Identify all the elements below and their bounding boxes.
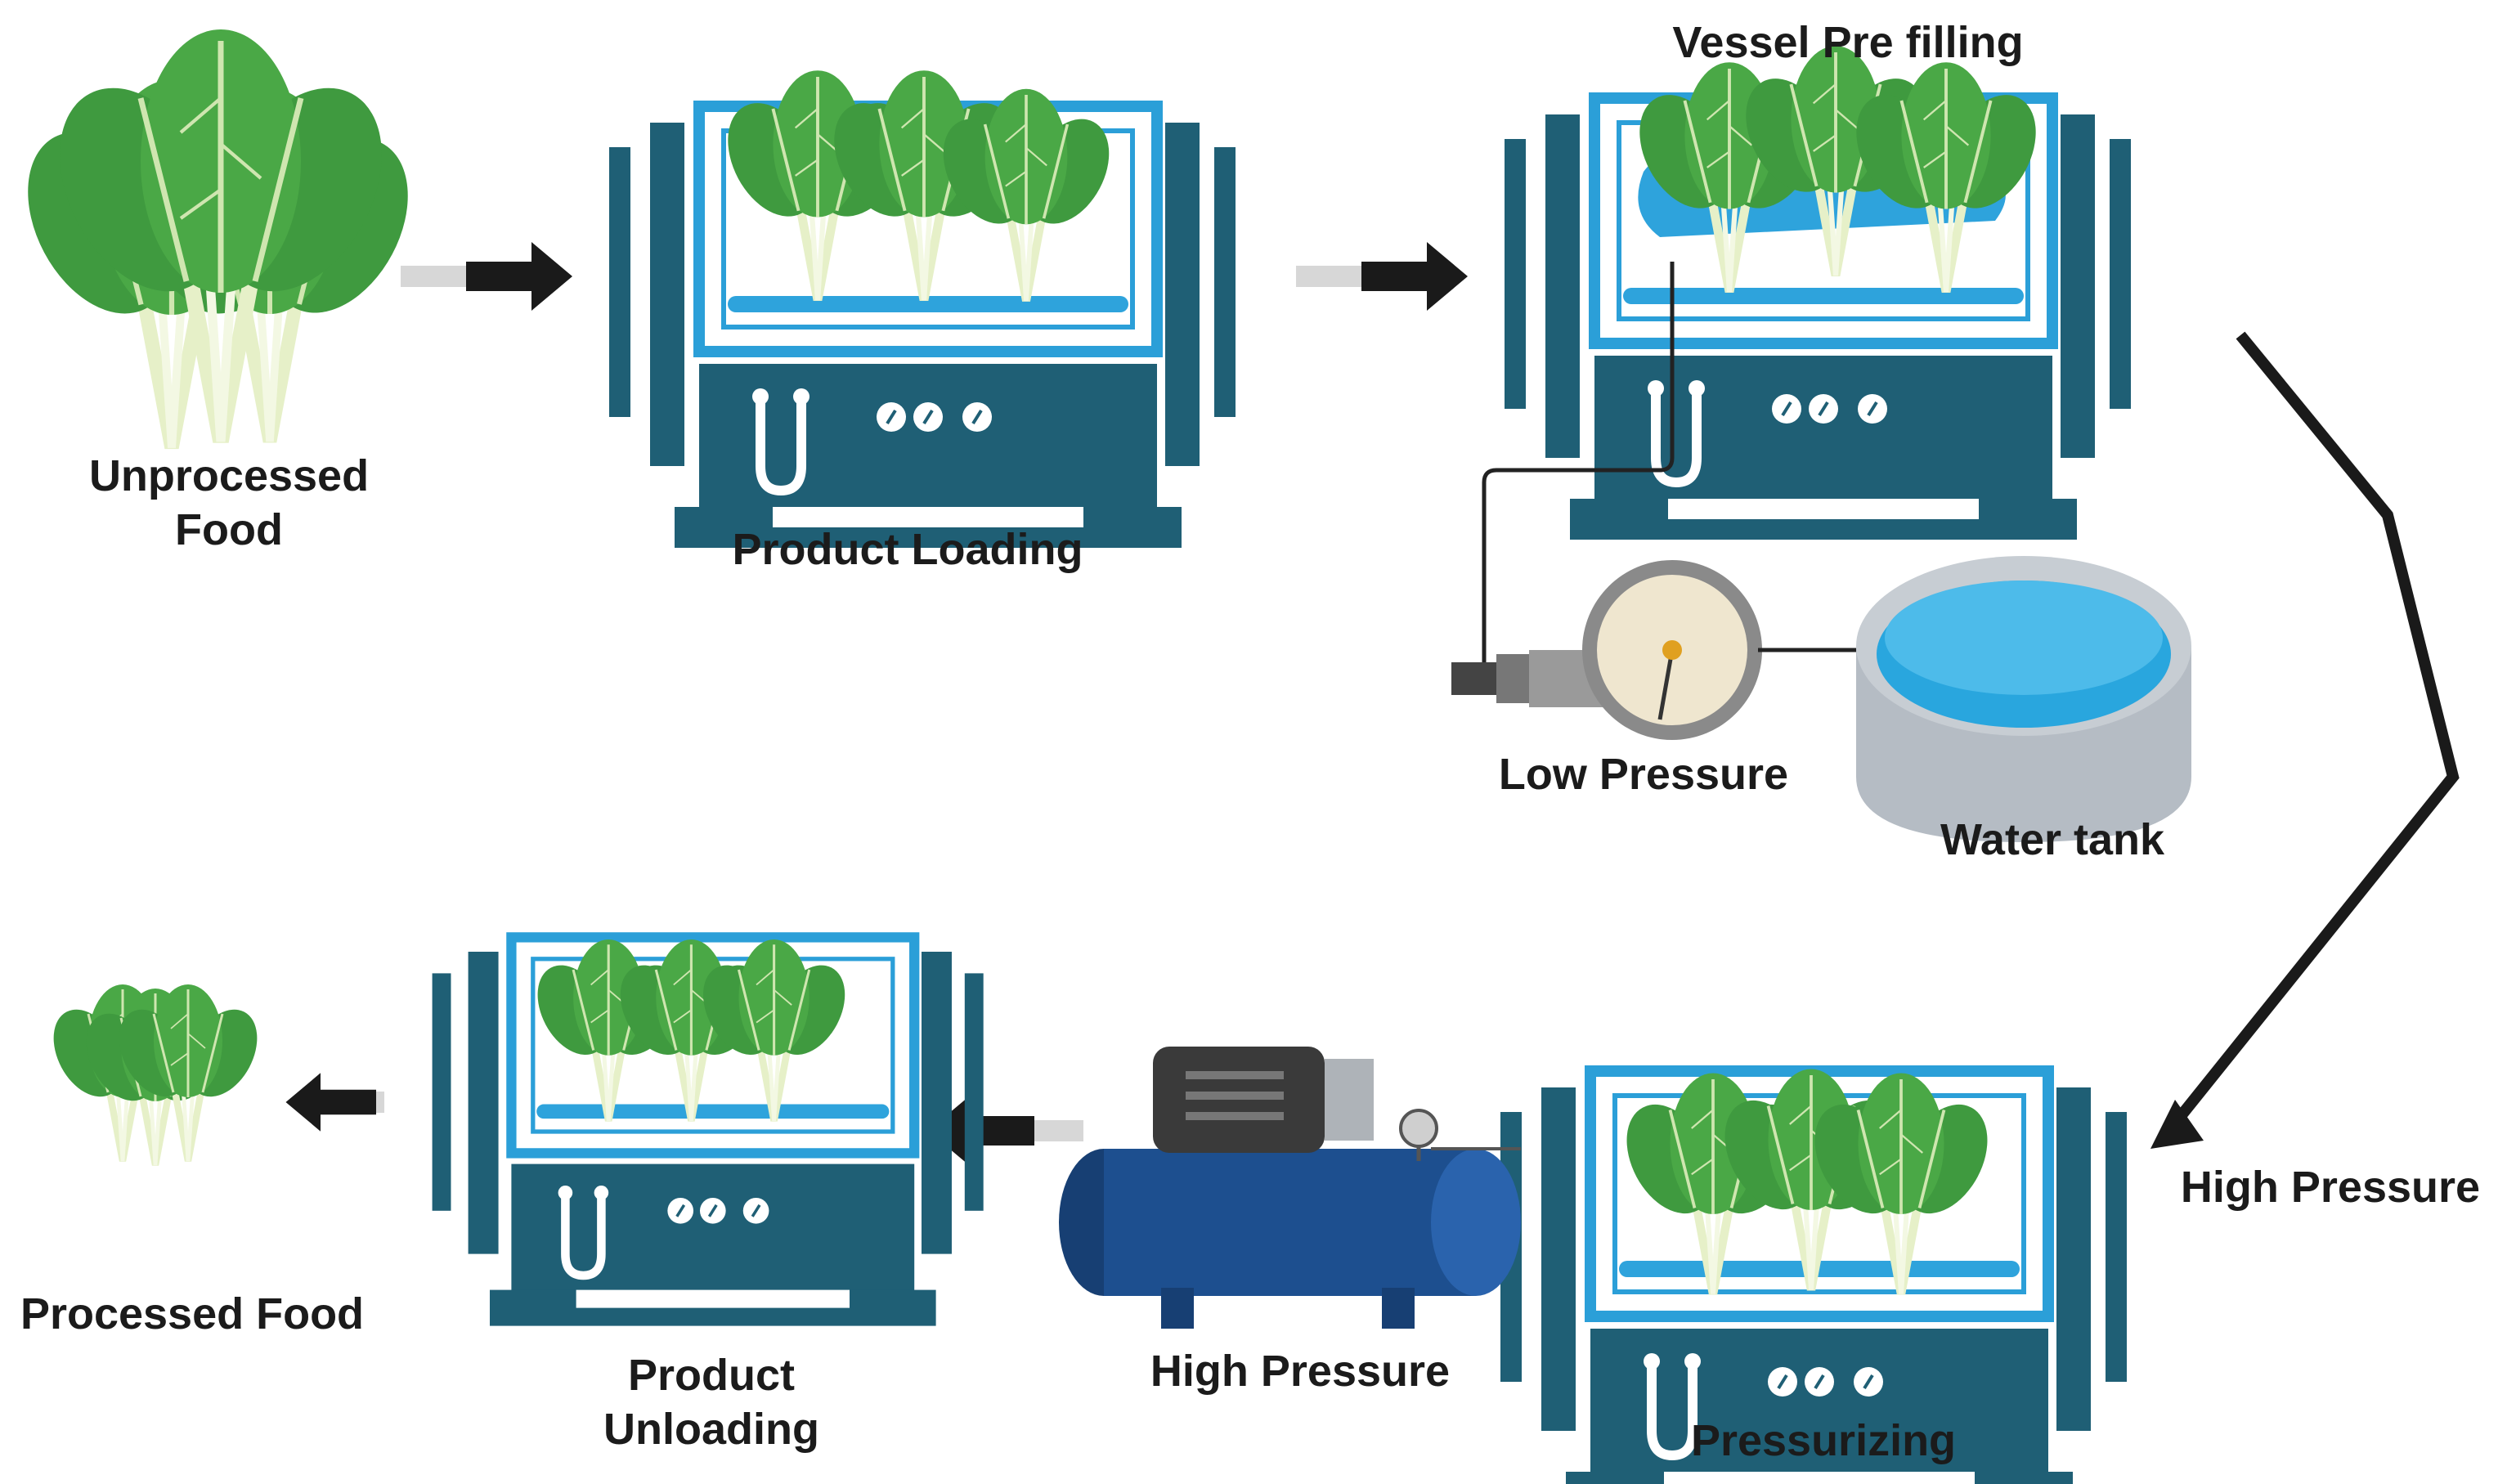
unprocessed-food-label: Unprocessed Food xyxy=(57,450,401,558)
high-pressure-compressor-icon xyxy=(1059,1047,1521,1329)
product-loading-label: Product Loading xyxy=(732,525,1083,574)
vessel-prefilling-label: Vessel Pre filling xyxy=(1672,18,2024,67)
unprocessed-food-label-line1: Unprocessed xyxy=(88,451,370,500)
processed-spinach-icon xyxy=(39,984,271,1165)
arrow-to-loading xyxy=(401,242,572,311)
low-pressure-gauge-icon xyxy=(1451,560,1856,740)
low-pressure-hose xyxy=(1482,262,1675,662)
vessel-prefilling-machine-icon xyxy=(1505,46,2131,540)
water-tank-label: Water tank xyxy=(1940,815,2165,864)
processed-food-label: Processed Food xyxy=(20,1289,365,1338)
product-unloading-label: Product Unloading xyxy=(564,1349,859,1457)
arrow-to-pressurizing xyxy=(2150,331,2460,1149)
product-unloading-label-line1: Product xyxy=(627,1351,795,1400)
unprocessed-food-label-line2: Food xyxy=(175,504,283,554)
high-pressure-right-label: High Pressure xyxy=(2180,1163,2481,1212)
pressurizing-label: Pressurizing xyxy=(1690,1416,1957,1465)
arrow-to-unloading xyxy=(928,1096,1083,1165)
low-pressure-label: Low Pressure xyxy=(1498,750,1789,799)
water-tank-icon xyxy=(1856,556,2191,842)
high-pressure-pump-label: High Pressure xyxy=(1150,1347,1451,1396)
arrow-to-processed xyxy=(285,1073,384,1132)
unprocessed-spinach-icon xyxy=(0,29,436,448)
product-loading-machine-icon xyxy=(609,70,1236,548)
product-unloading-label-line2: Unloading xyxy=(603,1404,819,1454)
arrow-to-prefilling xyxy=(1296,242,1468,311)
product-unloading-machine-icon xyxy=(433,937,984,1325)
